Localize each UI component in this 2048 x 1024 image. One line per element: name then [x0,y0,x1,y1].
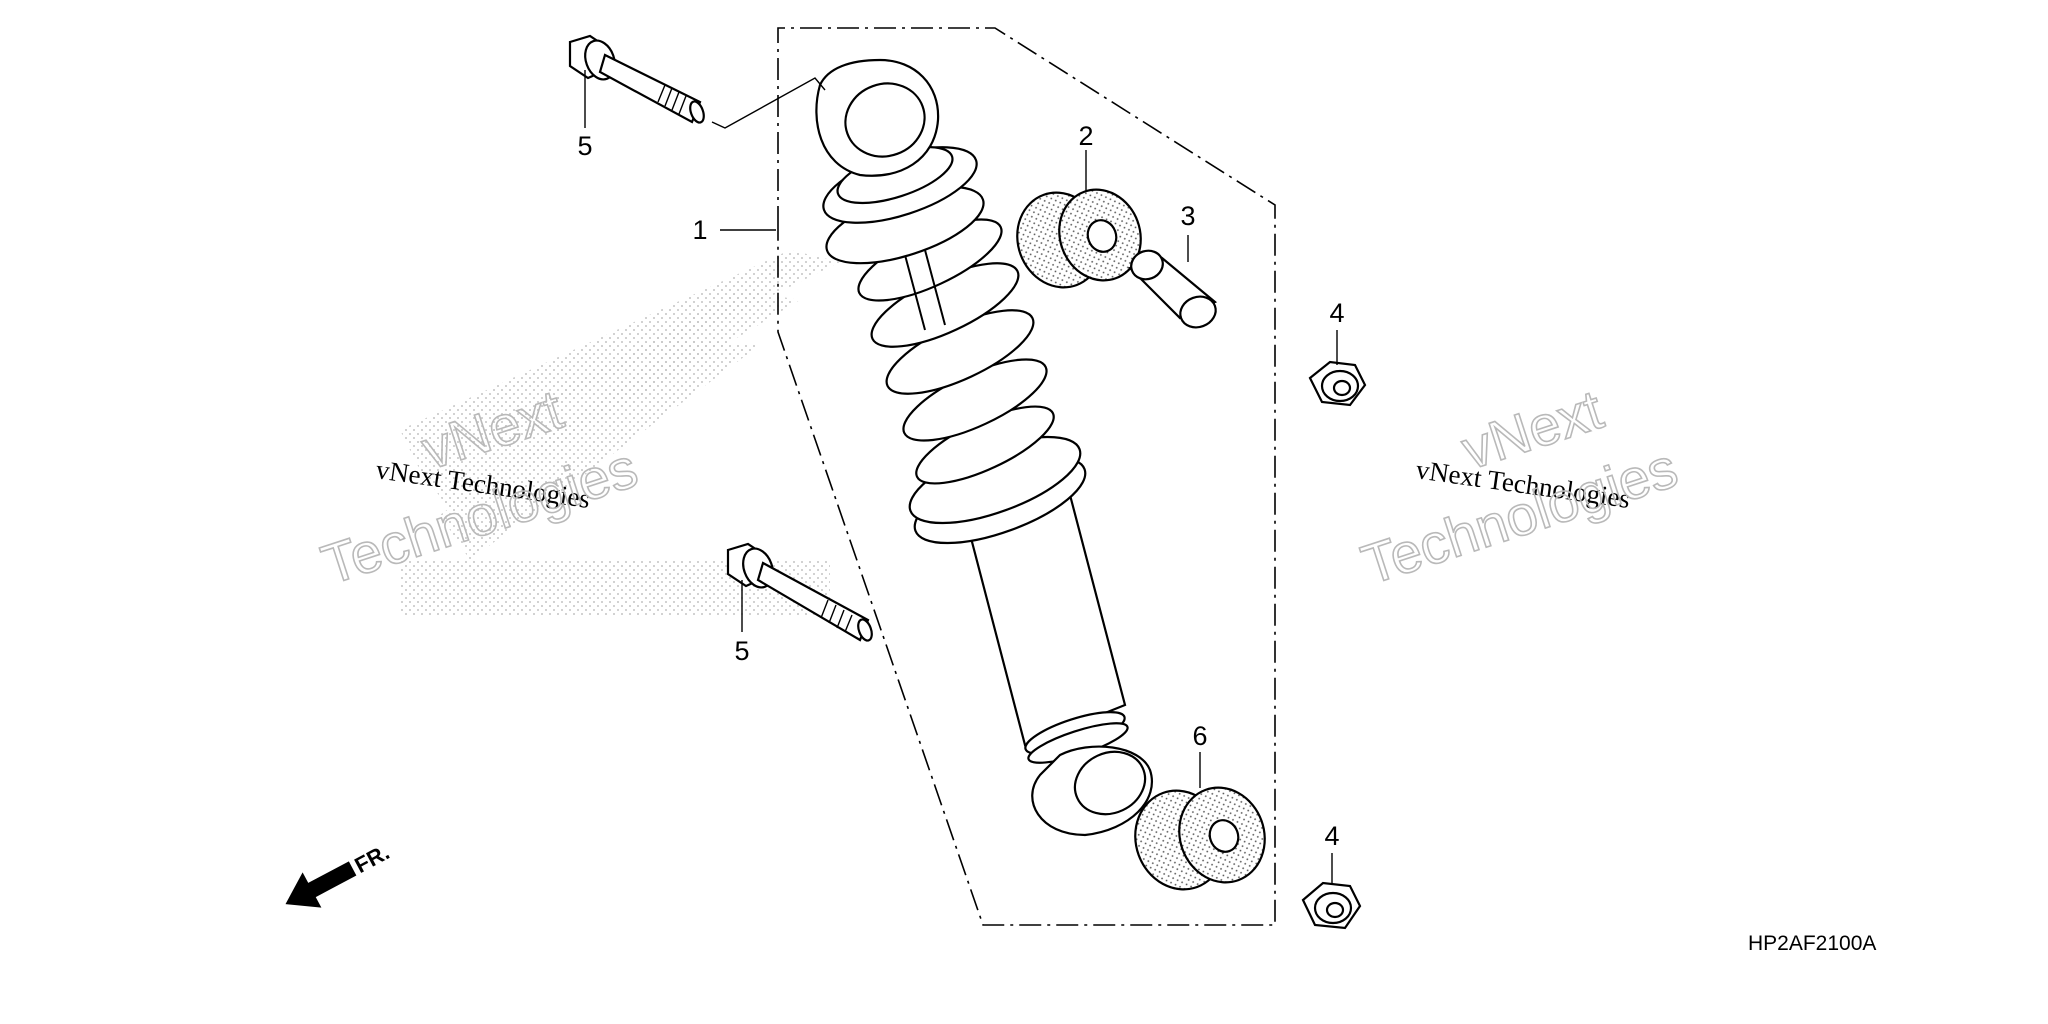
upper-nut [1308,360,1367,407]
lower-bolt [726,542,873,642]
leader-lines [584,70,1338,885]
callout-2: 2 [1078,121,1093,151]
upper-bolt [568,34,705,124]
shock-absorber [815,58,1153,837]
callout-3: 3 [1180,201,1195,231]
callout-4-upper: 4 [1329,298,1344,328]
front-label: FR. [351,839,394,878]
callout-6: 6 [1192,721,1207,751]
callouts: 1 2 3 4 4 5 5 6 [577,121,1344,851]
lower-nut [1301,881,1362,930]
upper-bushing [1016,188,1142,289]
connector-line [711,77,826,129]
lower-bushing [1134,786,1266,891]
callout-5-upper: 5 [577,131,592,161]
callout-1: 1 [692,215,707,245]
collar [1127,249,1218,329]
assembly-outline [777,27,1276,926]
diagram-code: HP2AF2100A [1748,932,1876,955]
callout-5-lower: 5 [734,636,749,666]
front-direction-arrow: FR. [285,839,394,908]
callout-4-lower: 4 [1324,821,1339,851]
